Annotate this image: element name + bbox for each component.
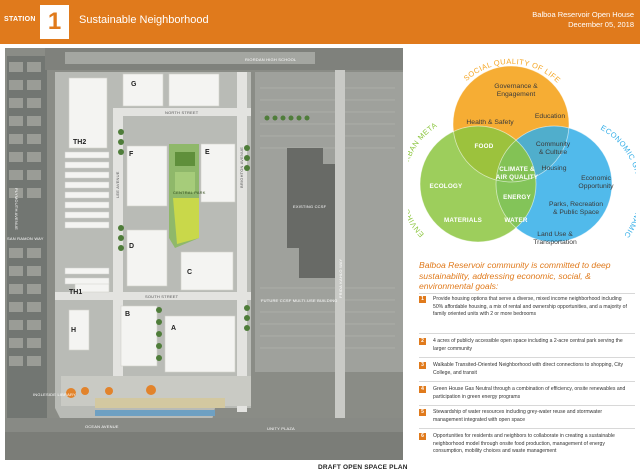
goal-number: 5 xyxy=(419,409,426,416)
goal-divider xyxy=(419,357,635,358)
south-street-label: SOUTH STREET xyxy=(145,294,179,299)
station-number-box: 1 xyxy=(40,5,69,39)
parcel-label: C xyxy=(187,269,192,276)
goal-text: Stewardship of water resources including… xyxy=(433,409,603,423)
goal-divider xyxy=(419,428,635,429)
label-housing: Housing xyxy=(542,165,567,172)
label-transportation: Transportation xyxy=(533,239,577,246)
label-economic: Economic xyxy=(581,175,611,182)
goal-text: Green House Gas Neutral through a combin… xyxy=(433,386,626,400)
goal-number: 2 xyxy=(419,338,426,345)
label-materials: MATERIALS xyxy=(444,217,482,224)
label-health-safety: Health & Safety xyxy=(466,119,514,126)
label-land-use: Land Use & xyxy=(537,231,573,238)
parcel-label: TH1 xyxy=(69,289,82,296)
label-opportunity: Opportunity xyxy=(578,183,614,190)
label-food: FOOD xyxy=(475,143,494,150)
parcel-label: G xyxy=(131,81,137,88)
event-name: Balboa Reservoir Open House xyxy=(532,10,634,19)
station-number: 1 xyxy=(47,8,62,35)
san-ramon-way-label: SAN RAMON WAY xyxy=(7,236,44,241)
goal-text: Walkable Transited-Oriented Neighborhood… xyxy=(433,362,624,376)
page-title: Sustainable Neighborhood xyxy=(79,14,209,26)
label-parks: Parks, Recreation xyxy=(549,201,603,208)
goals-intro: Balboa Reservoir community is committed … xyxy=(419,260,611,291)
label-culture: & Culture xyxy=(539,149,568,156)
label-education: Education xyxy=(535,113,565,120)
future-ccsf-label: FUTURE CCSF MULTI-USE BUILDING xyxy=(261,298,338,303)
central-park-label: CENTRAL PARK xyxy=(173,190,206,195)
plymouth-avenue-label: PLYMOUTH AVENUE xyxy=(14,188,19,230)
goal-number: 6 xyxy=(419,433,426,440)
goal-text: Opportunities for residents and neighbor… xyxy=(433,433,615,455)
parcel-label: F xyxy=(129,151,134,158)
goal-number: 3 xyxy=(419,362,426,369)
label-community: Community xyxy=(536,141,571,148)
parcel-label: B xyxy=(125,311,130,318)
site-plan-map: RIORDAN HIGH SCHOOL FRIDA KAHLO WAY EXIS… xyxy=(5,48,403,460)
ingleside-library-label: INGLESIDE LIBRARY xyxy=(33,392,76,397)
parcel-label: H xyxy=(71,327,76,334)
lee-avenue-label: LEE AVENUE xyxy=(115,171,120,198)
brighton-avenue-label: BRIGHTON AVENUE xyxy=(239,147,244,188)
existing-ccsf-label: EXISTING CCSF xyxy=(293,204,327,209)
environmental-circle xyxy=(420,126,536,242)
riordan-high-school-label: RIORDAN HIGH SCHOOL xyxy=(245,57,297,62)
event-info: Balboa Reservoir Open House December 05,… xyxy=(532,10,634,30)
label-engagement: Engagement xyxy=(497,91,536,98)
label-ecology: ECOLOGY xyxy=(430,183,463,190)
goal-text: 4 acres of publicly accessible open spac… xyxy=(433,338,623,352)
label-climate: CLIMATE & xyxy=(499,166,535,173)
goal-text: Provide housing options that serve a div… xyxy=(433,296,627,318)
goal-number: 4 xyxy=(419,386,426,393)
ocean-avenue-label: OCEAN AVENUE xyxy=(85,424,119,429)
label-governance: Governance & xyxy=(494,83,538,90)
goal-divider xyxy=(419,381,635,382)
frida-kahlo-way-label: FRIDA KAHLO WAY xyxy=(338,259,343,298)
goal-number: 1 xyxy=(419,296,426,303)
north-street-label: NORTH STREET xyxy=(165,110,199,115)
label-public-space: & Public Space xyxy=(553,209,599,216)
sustainability-venn-diagram: SOCIAL QUALITY OF LIFE ENVIRONMENTAL URB… xyxy=(408,48,636,246)
station-label: STATION xyxy=(4,16,36,23)
goal-divider xyxy=(419,293,635,294)
label-air-quality: AIR QUALITY xyxy=(496,174,539,181)
parcel-label: TH2 xyxy=(73,139,86,146)
parcel-label: A xyxy=(171,325,176,332)
label-energy: ENERGY xyxy=(503,194,531,201)
parcel-label: D xyxy=(129,243,134,250)
parcel-label: E xyxy=(205,149,210,156)
header-bar: STATION 1 Sustainable Neighborhood Balbo… xyxy=(0,0,640,44)
unity-plaza-label: UNITY PLAZA xyxy=(267,426,295,431)
goal-divider xyxy=(419,405,635,406)
event-date: December 05, 2018 xyxy=(568,20,634,29)
goal-divider xyxy=(419,333,635,334)
label-water: WATER xyxy=(504,217,528,224)
map-caption: DRAFT OPEN SPACE PLAN xyxy=(318,464,408,471)
